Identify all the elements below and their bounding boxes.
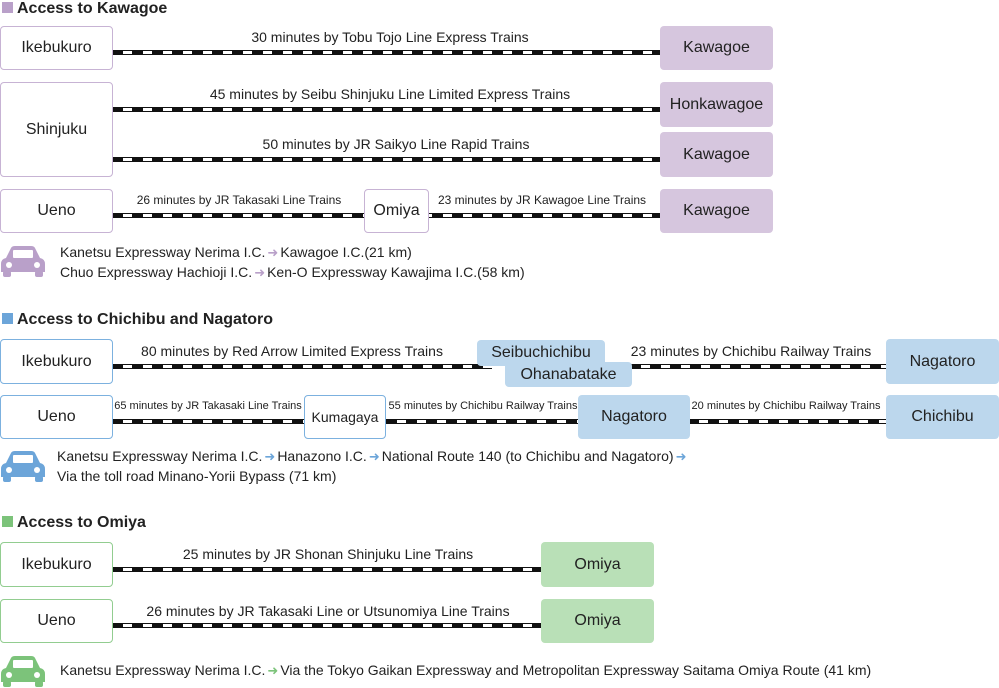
station-shinjuku: Shinjuku xyxy=(0,82,113,177)
route-label-saikyo: 50 minutes by JR Saikyo Line Rapid Train… xyxy=(262,136,530,152)
rail-takasaki xyxy=(112,419,306,424)
route-label-red-arrow: 80 minutes by Red Arrow Limited Express … xyxy=(141,343,443,359)
arrow-right-icon: ➜ xyxy=(267,663,279,678)
kawagoe-heading: Access to Kawagoe xyxy=(2,0,167,18)
route-label-takasaki-o: 26 minutes by JR Takasaki Line or Utsuno… xyxy=(146,603,510,619)
route-label-chichibu-rail3: 20 minutes by Chichibu Railway Trains xyxy=(691,400,881,412)
omiya-car-line1: Kanetsu Expressway Nerima I.C.➜Via the T… xyxy=(60,660,871,681)
omiya-square-icon xyxy=(2,516,13,527)
station-ikebukuro: Ikebukuro xyxy=(0,26,113,70)
rail-saikyo xyxy=(112,157,662,162)
station-seibuchichibu: Seibuchichibu xyxy=(477,340,605,366)
rail-chichibu3 xyxy=(688,419,888,424)
chichibu-heading: Access to Chichibu and Nagatoro xyxy=(2,311,273,329)
arrow-right-icon: ➜ xyxy=(368,449,380,464)
car-icon xyxy=(1,451,45,482)
station-kawagoe-saikyo: Kawagoe xyxy=(660,132,773,177)
rail-takasaki-omiya xyxy=(112,623,544,628)
kawagoe-car-line1: Kanetsu Expressway Nerima I.C.➜Kawagoe I… xyxy=(60,242,412,263)
route-label-takasaki: 26 minutes by JR Takasaki Line Trains xyxy=(136,193,342,207)
car-icon xyxy=(1,246,45,277)
arrow-right-icon: ➜ xyxy=(264,449,276,464)
route-label-kawagoe-line: 23 minutes by JR Kawagoe Line Trains xyxy=(437,193,647,207)
rail-chichibu xyxy=(630,364,888,369)
station-nagatoro-mid: Nagatoro xyxy=(578,395,690,439)
chichibu-car-line1: Kanetsu Expressway Nerima I.C.➜Hanazono … xyxy=(57,446,688,467)
rail-red-arrow xyxy=(112,364,492,369)
station-chichibu: Chichibu xyxy=(886,395,999,439)
kawagoe-car-line2: Chuo Expressway Hachioji I.C.➜Ken-O Expr… xyxy=(60,262,525,283)
omiya-heading: Access to Omiya xyxy=(2,514,146,532)
station-omiya-2: Omiya xyxy=(541,599,654,643)
rail-tobu xyxy=(112,50,662,55)
station-nagatoro: Nagatoro xyxy=(886,339,999,384)
station-ikebukuro-c: Ikebukuro xyxy=(0,339,113,384)
arrow-right-icon: ➜ xyxy=(254,265,266,280)
station-kawagoe: Kawagoe xyxy=(660,26,773,70)
kawagoe-square-icon xyxy=(2,2,13,13)
station-ueno-o: Ueno xyxy=(0,599,113,643)
chichibu-square-icon xyxy=(2,313,13,324)
station-ohanabatake: Ohanabatake xyxy=(505,362,632,387)
car-icon xyxy=(1,656,45,687)
arrow-right-icon: ➜ xyxy=(267,245,279,260)
station-omiya-1: Omiya xyxy=(541,542,654,587)
route-label-seibu: 45 minutes by Seibu Shinjuku Line Limite… xyxy=(209,86,571,102)
route-label-shonan: 25 minutes by JR Shonan Shinjuku Line Tr… xyxy=(182,546,474,562)
station-ueno-c: Ueno xyxy=(0,395,113,439)
rail-seibu xyxy=(112,107,662,112)
station-honkawagoe: Honkawagoe xyxy=(660,82,773,127)
station-omiya: Omiya xyxy=(364,189,429,233)
route-label-tobu: 30 minutes by Tobu Tojo Line Express Tra… xyxy=(251,29,529,45)
route-label-chichibu-rail2: 55 minutes by Chichibu Railway Trains xyxy=(388,400,578,412)
station-kawagoe-line: Kawagoe xyxy=(660,189,773,233)
station-ueno: Ueno xyxy=(0,189,113,233)
route-label-chichibu-rail: 23 minutes by Chichibu Railway Trains xyxy=(630,343,872,359)
arrow-right-icon: ➜ xyxy=(675,449,687,464)
chichibu-car-line2: Via the toll road Minano-Yorii Bypass (7… xyxy=(57,468,337,484)
rail-chichibu2 xyxy=(386,419,580,424)
rail-shonan xyxy=(112,567,544,572)
station-kumagaya: Kumagaya xyxy=(304,395,386,439)
station-ikebukuro-o: Ikebukuro xyxy=(0,542,113,587)
route-label-takasaki-c: 65 minutes by JR Takasaki Line Trains xyxy=(114,400,302,412)
